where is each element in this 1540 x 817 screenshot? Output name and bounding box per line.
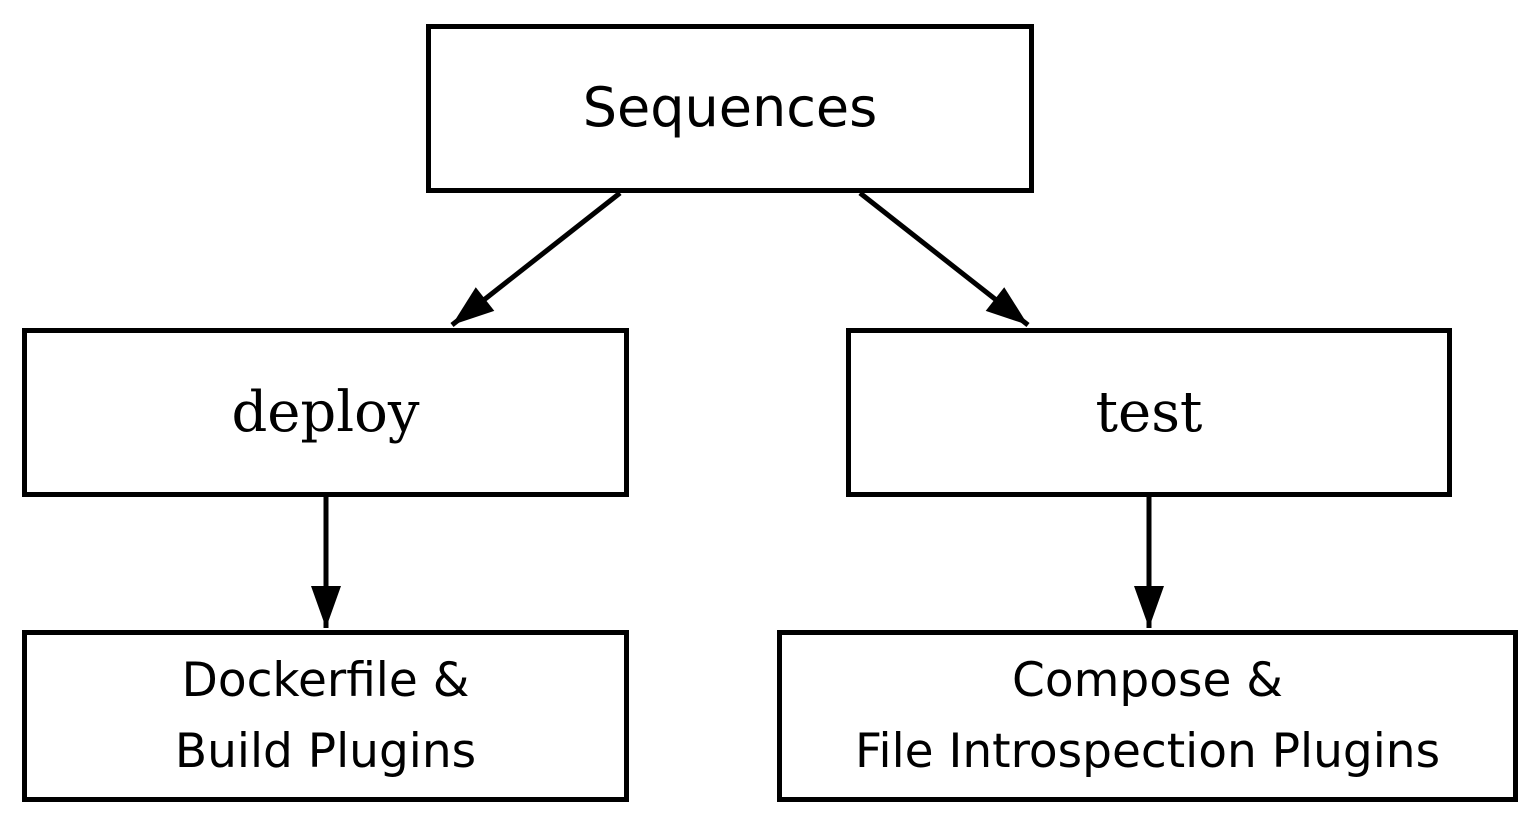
node-compose-file-introspection-plugins: Compose & File Introspection Plugins — [777, 630, 1518, 802]
node-deploy-label: deploy — [231, 379, 420, 445]
node-dockerfile-label-line1: Dockerfile & — [181, 652, 470, 708]
node-compose-label-line2: File Introspection Plugins — [854, 724, 1441, 779]
node-test-label: test — [1095, 379, 1203, 445]
edge-sequences-to-test — [858, 191, 1030, 327]
edge-sequences-to-deploy — [450, 191, 622, 327]
node-dockerfile-label-line2: Build Plugins — [174, 724, 477, 779]
node-test: test — [846, 328, 1452, 497]
node-compose-label-line1: Compose & — [1012, 652, 1283, 708]
node-deploy: deploy — [22, 328, 629, 497]
node-sequences: Sequences — [426, 24, 1034, 193]
node-sequences-label: Sequences — [582, 76, 878, 140]
node-dockerfile-build-plugins: Dockerfile & Build Plugins — [22, 630, 629, 802]
